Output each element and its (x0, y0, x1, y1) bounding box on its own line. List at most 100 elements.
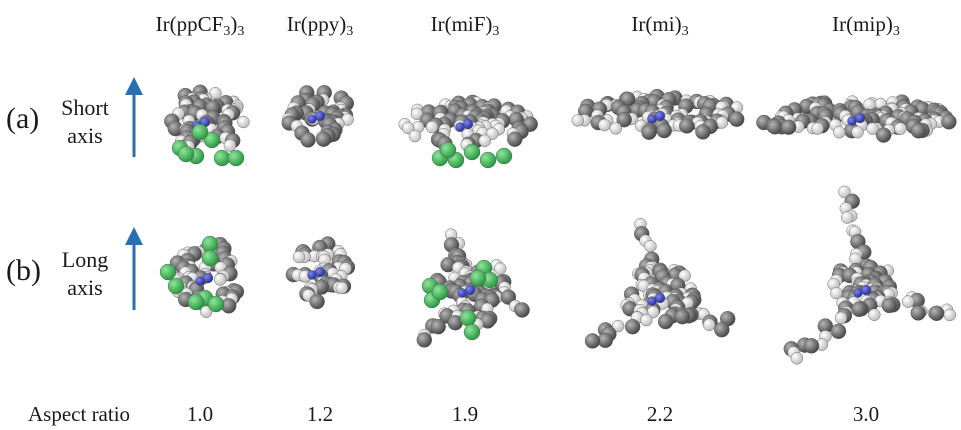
ir-mip3-long-atom (853, 288, 863, 298)
ir-mi3-long-atom (584, 333, 601, 349)
ir-mif3-long-atom (431, 283, 449, 301)
ir-mip3-short-atom (851, 125, 864, 139)
ir-mip3-long-atom (902, 295, 915, 308)
ir-mif3-short-atom (455, 122, 465, 132)
ir-mip3-long-atom (928, 305, 945, 321)
column-header-ir-mip3: Ir(mip)3 (832, 12, 900, 39)
ir-mi3-long-atom (647, 296, 657, 306)
ir-mif3-short-atom (401, 121, 415, 135)
ir-mip3-short-atom (941, 114, 957, 130)
ir-ppy3-short-atom (315, 131, 332, 147)
ir-mip3-short-atom (875, 127, 892, 143)
ir-ppcf3-long-atom (187, 293, 205, 311)
ir-mi3-short-atom (695, 124, 711, 140)
ir-ppy3-long-atom (309, 293, 325, 310)
ir-ppcf3-long-atom (167, 277, 185, 295)
aspect-ratio-ir-ppy3: 1.2 (306, 402, 334, 426)
row-label-a: (a) (6, 102, 40, 135)
ir-mi3-long-atom (624, 319, 641, 335)
row-label-b: (b) (6, 254, 41, 287)
ir-mi3-short-atom (679, 118, 695, 134)
ir-mif3-short-atom (478, 134, 491, 147)
ir-mif3-long-atom (430, 319, 446, 335)
ir-mip3-long-atom (803, 338, 820, 354)
ir-mi3-long-atom (714, 322, 730, 338)
ir-mip3-long-atom (790, 352, 804, 365)
column-header-ir-mi3: Ir(mi)3 (631, 12, 689, 39)
ir-mi3-long-atom (674, 309, 691, 325)
column-header-ir-mif3: Ir(miF)3 (430, 12, 500, 39)
ir-mip3-short-atom (847, 116, 857, 126)
column-header-ir-ppy3: Ir(ppy)3 (286, 12, 354, 39)
ir-mif3-long-atom (514, 302, 530, 318)
ir-mif3-long-atom (469, 269, 487, 287)
ir-mip3-long-atom (851, 301, 867, 317)
ir-mip3-long-atom (910, 305, 926, 321)
ir-mi3-short-atom (616, 111, 632, 128)
ir-mif3-long-atom (459, 309, 477, 327)
ir-ppcf3-short-atom (203, 131, 221, 149)
ir-mi3-long-atom (644, 239, 657, 253)
row-label-short-axis: Short axis (52, 94, 118, 150)
ir-mip3-long-atom (881, 297, 897, 314)
ir-ppcf3-long-atom (201, 235, 219, 253)
ir-mip3-short-atom (910, 123, 927, 139)
aspect-ratio-ir-mip3: 3.0 (852, 402, 880, 426)
ir-ppcf3-short-atom (227, 149, 245, 167)
ir-mip3-long-atom (830, 323, 847, 339)
ir-mi3-long-atom (703, 318, 716, 331)
ir-ppcf3-short-atom (213, 149, 231, 167)
row-label-short: Short (61, 95, 109, 120)
ir-mi3-long-atom (640, 313, 653, 327)
ir-mi3-long-atom (678, 269, 691, 282)
ir-mif3-short-atom (479, 151, 497, 169)
ir-mip3-long-atom (834, 311, 848, 325)
ir-mif3-short-atom (425, 120, 439, 134)
ir-ppcf3-long-atom (201, 249, 219, 267)
ir-mip3-long-atom (838, 185, 851, 199)
ir-mif3-short-atom (408, 129, 422, 143)
ir-mif3-short-atom (495, 147, 513, 165)
ir-mi3-short-atom (641, 124, 657, 140)
ir-ppcf3-short-atom (177, 145, 195, 163)
ir-ppcf3-short-atom (191, 123, 209, 141)
ir-mip3-short-atom (811, 122, 824, 135)
ir-mif3-short-atom (463, 143, 481, 161)
ir-mip3-short-atom (780, 119, 797, 135)
ir-mif3-short-atom (507, 131, 523, 147)
ir-ppcf3-short-atom (237, 115, 250, 129)
ir-mif3-long-atom (494, 262, 507, 275)
ir-ppcf3-long-atom (159, 263, 177, 281)
ir-ppy3-long-atom (292, 250, 306, 264)
ir-mi3-short-atom (571, 114, 584, 127)
ir-ppy3-long-atom (335, 281, 348, 295)
column-header-ir-ppcf3: Ir(ppCF3)3 (155, 12, 245, 39)
ir-mif3-short-atom (439, 141, 457, 159)
ir-mip3-short-atom (767, 119, 783, 135)
ir-ppcf3-long-atom (213, 273, 227, 286)
ir-mi3-short-atom (647, 114, 657, 124)
ir-mi3-short-atom (609, 122, 622, 135)
ir-ppy3-long-atom (307, 270, 317, 280)
ir-mip3-long-atom (841, 211, 854, 224)
aspect-ratio-ir-mif3: 1.9 (451, 402, 479, 426)
row-label-axis-b: axis (67, 275, 103, 300)
ir-mip3-short-atom (866, 122, 879, 135)
ir-mi3-short-atom (598, 118, 611, 132)
ir-ppy3-short-atom (307, 114, 317, 124)
ir-mip3-long-atom (868, 308, 881, 321)
ir-mip3-short-atom (894, 122, 907, 135)
aspect-ratio-ir-mi3: 2.2 (646, 402, 674, 426)
ir-ppcf3-long-atom (195, 276, 205, 286)
ir-mif3-long-atom (416, 332, 432, 348)
aspect-ratio-label: Aspect ratio (28, 402, 131, 426)
ir-mif3-long-atom (457, 288, 467, 298)
ir-ppy3-short-atom (300, 132, 316, 148)
row-label-axis-a: axis (67, 123, 103, 148)
ir-mi3-short-atom (729, 111, 745, 127)
ir-mif3-short-atom (410, 107, 424, 121)
ir-ppcf3-long-atom (207, 295, 225, 313)
aspect-ratio-ir-ppcf3: 1.0 (186, 402, 214, 426)
ir-mi3-long-atom (657, 313, 674, 330)
